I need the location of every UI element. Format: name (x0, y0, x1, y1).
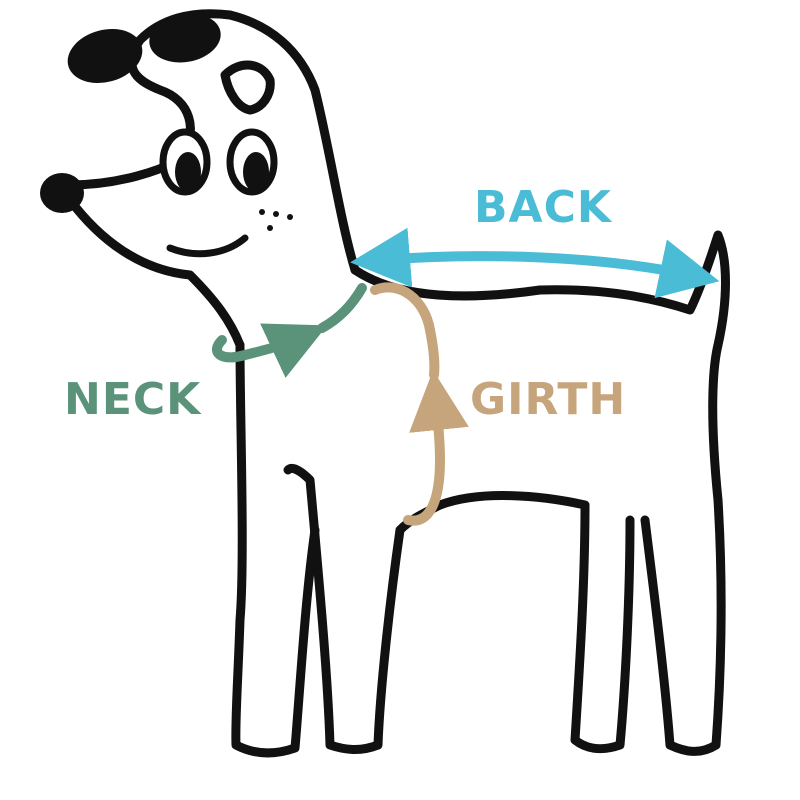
neck-measure-dash (317, 283, 367, 333)
girth-label: GIRTH (470, 374, 627, 425)
girth-measure-top (370, 282, 440, 380)
dog-features (40, 13, 293, 231)
back-measure-arrow (350, 227, 720, 299)
girth-measure-arrow (403, 370, 469, 526)
dog-mouth (166, 234, 249, 258)
neck-label: NECK (64, 374, 202, 425)
back-label: BACK (474, 182, 612, 233)
neck-measure-arrow (212, 323, 328, 378)
